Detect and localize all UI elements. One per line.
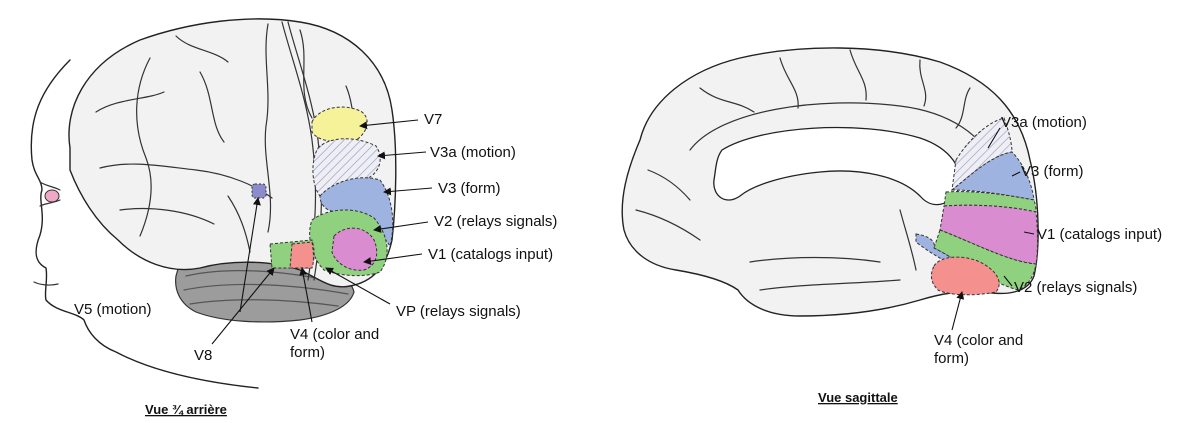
sagittal-view: V3a (motion) V3 (form) V1 (catalogs inpu…: [621, 47, 1162, 405]
label-v2: V2 (relays signals): [434, 213, 557, 230]
head-profile: [30, 59, 259, 389]
area-v5: [251, 183, 267, 199]
label-v3a: V3a (motion): [430, 144, 516, 161]
area-v7: [311, 106, 368, 143]
sag-label-v3a: V3a (motion): [1001, 114, 1087, 131]
sag-label-v2: V2 (relays signals): [1014, 279, 1137, 296]
sag-label-v4-line2: form): [934, 350, 969, 367]
left-leaders: [211, 119, 433, 345]
right-leaders: [951, 127, 1035, 331]
sag-label-v1: V1 (catalogs input): [1037, 226, 1162, 243]
nose-line: [33, 281, 59, 286]
sagittal-folds: [635, 49, 995, 291]
sag-area-v3: [950, 151, 1035, 201]
label-v1: V1 (catalogs input): [428, 246, 553, 263]
sag-label-v4-line1: V4 (color and: [934, 332, 1023, 349]
eye-icon: [39, 181, 61, 207]
caption-three-quarter: Vue ¾ arrière: [145, 402, 227, 417]
label-v8: V8: [194, 347, 212, 364]
area-v4: [289, 241, 314, 269]
label-vp: VP (relays signals): [396, 303, 521, 320]
corpus-callosum: [713, 126, 961, 206]
label-v4-line2: form): [290, 344, 325, 361]
label-v4-line1: V4 (color and: [290, 326, 379, 343]
sag-area-v3a: [951, 117, 1013, 192]
label-v3: V3 (form): [438, 180, 501, 197]
label-v7: V7: [424, 111, 442, 128]
three-quarter-view: V7 V3a (motion) V3 (form) V2 (relays sig…: [30, 18, 557, 417]
caption-sagittal: Vue sagittale: [818, 390, 898, 405]
label-v5: V5 (motion): [74, 301, 152, 318]
area-v3a: [312, 138, 381, 197]
sag-label-v3: V3 (form): [1021, 163, 1084, 180]
sag-area-v4: [930, 256, 1000, 296]
